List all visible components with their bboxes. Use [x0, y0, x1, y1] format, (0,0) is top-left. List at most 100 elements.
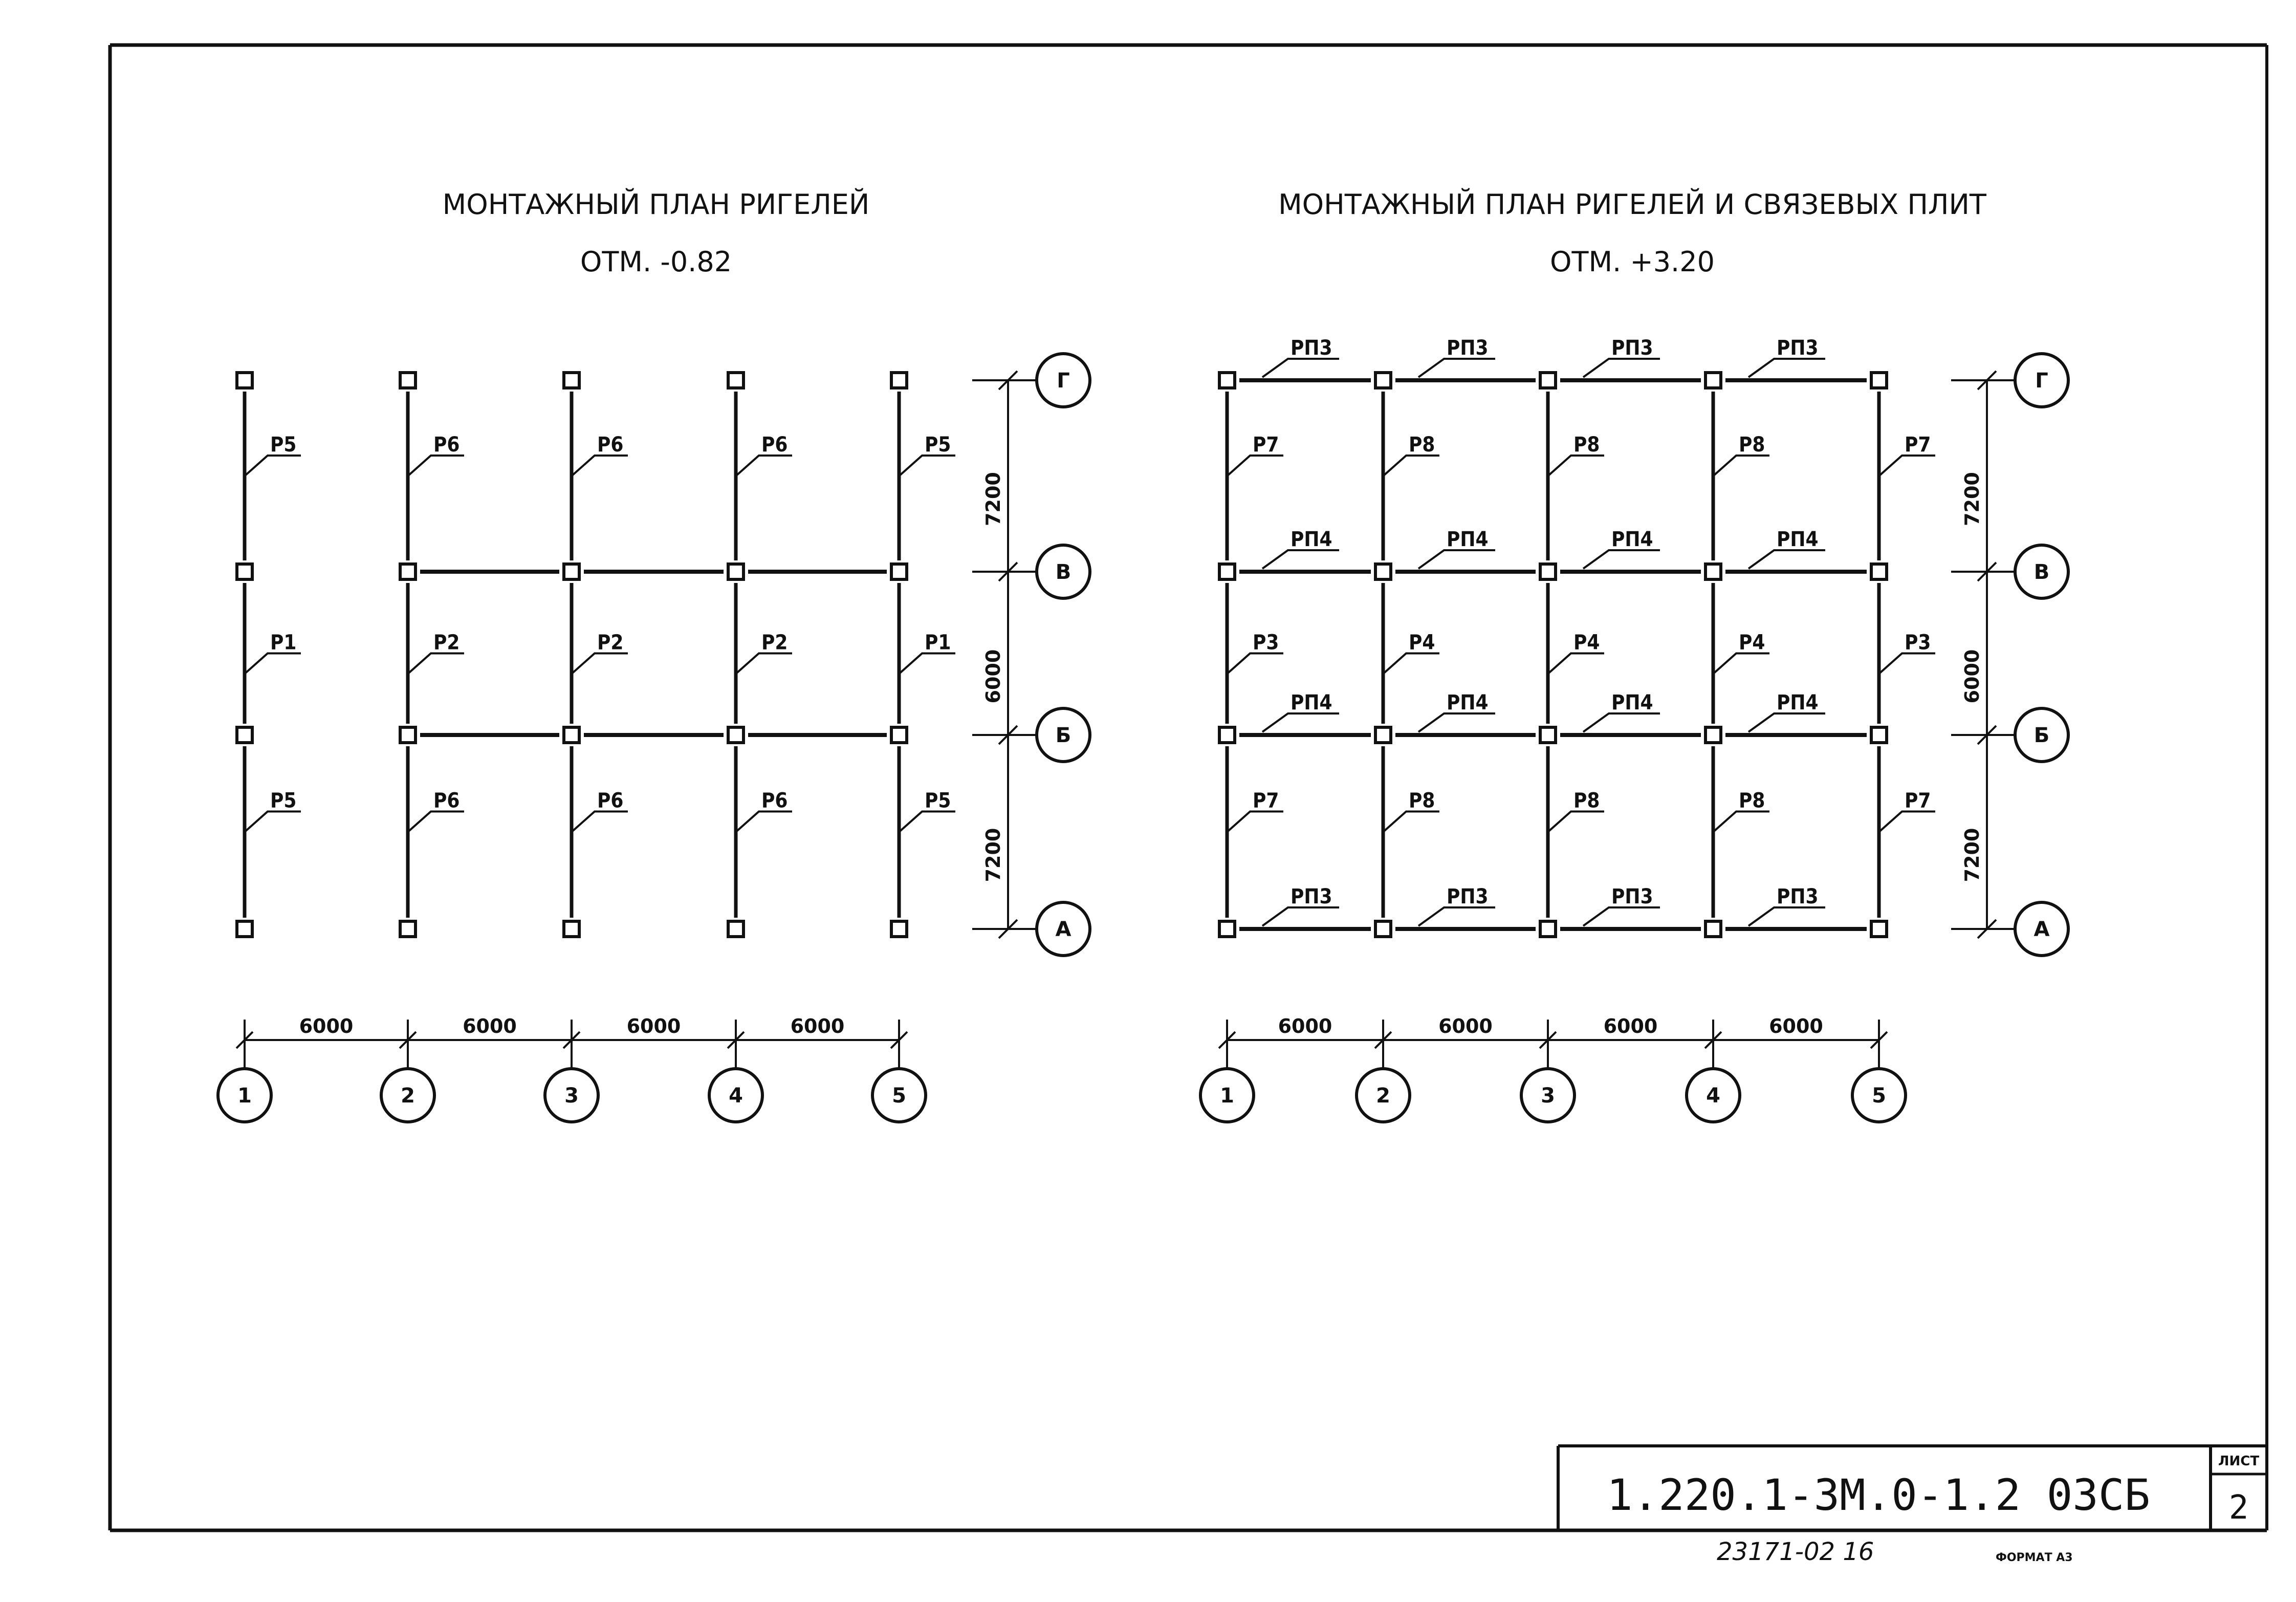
leader-line — [1582, 358, 1660, 378]
sheet-number: 2 — [2229, 1489, 2249, 1527]
girder-label: Р5 — [270, 433, 296, 457]
leader-line — [244, 652, 301, 675]
column-square-Б-1 — [1218, 726, 1236, 744]
girder-label: Р7 — [1905, 789, 1931, 813]
slab-label: РП4 — [1611, 691, 1653, 715]
row-axis-label: Г — [1057, 369, 1070, 393]
leader-line — [407, 810, 464, 833]
leader-line — [571, 454, 628, 477]
girder-label: Р4 — [1739, 631, 1765, 655]
leader-line — [1582, 712, 1660, 733]
girder-label: Р8 — [1739, 789, 1765, 813]
column-square-Г-1 — [235, 371, 254, 389]
slab-label: РП4 — [1447, 528, 1489, 551]
leader-line — [1712, 454, 1769, 477]
leader-line — [898, 652, 955, 675]
leader-line — [1547, 652, 1604, 675]
column-dimension: 6000 — [299, 1015, 354, 1037]
girder-label: Р6 — [597, 789, 623, 813]
leader-line — [1382, 810, 1439, 833]
column-square-Б-2 — [1374, 726, 1392, 744]
leader-line — [1417, 549, 1495, 570]
row-axis-bubble-А — [1035, 901, 1091, 957]
column-square-В-2 — [399, 562, 417, 581]
column-square-Г-4 — [1704, 371, 1722, 389]
slab-label: РП4 — [1777, 691, 1819, 715]
column-axis-label: 5 — [892, 1084, 906, 1108]
girder-label: Р1 — [925, 631, 951, 655]
column-axis-bubble-3 — [1520, 1067, 1576, 1123]
column-axis-bubble-2 — [1355, 1067, 1411, 1123]
row-dimension: 7200 — [982, 828, 1004, 882]
leader-line — [1547, 810, 1604, 833]
leader-line — [1878, 810, 1935, 833]
girder-label: Р6 — [597, 433, 623, 457]
leader-line — [1582, 549, 1660, 570]
column-axis-bubble-5 — [871, 1067, 927, 1123]
column-axis-label: 2 — [401, 1084, 415, 1108]
column-square-А-3 — [562, 920, 581, 938]
column-dimension: 6000 — [1769, 1015, 1823, 1037]
slab-label: РП3 — [1611, 336, 1653, 360]
column-axis-bubble-4 — [1685, 1067, 1741, 1123]
girder-label: Р6 — [761, 433, 788, 457]
row-axis-bubble-В — [2014, 544, 2070, 600]
column-square-А-1 — [235, 920, 254, 938]
column-square-Г-3 — [1539, 371, 1557, 389]
column-axis-bubble-5 — [1851, 1067, 1907, 1123]
column-axis-label: 4 — [729, 1084, 743, 1108]
column-square-Б-4 — [1704, 726, 1722, 744]
girder-label: Р4 — [1409, 631, 1435, 655]
column-square-Б-1 — [235, 726, 254, 744]
leader-line — [244, 454, 301, 477]
column-axis-label: 3 — [1541, 1084, 1555, 1108]
slab-label: РП3 — [1447, 885, 1489, 908]
leader-line — [1417, 358, 1495, 378]
girder-label: Р2 — [761, 631, 788, 655]
document-code: 1.220.1-3М.0-1.2 03СБ — [1607, 1470, 2150, 1520]
leader-line — [1382, 652, 1439, 675]
slab-label: РП3 — [1447, 336, 1489, 360]
column-axis-bubble-3 — [543, 1067, 600, 1123]
column-square-В-1 — [235, 562, 254, 581]
row-dimension: 7200 — [1961, 828, 1983, 882]
leader-line — [1747, 906, 1825, 927]
row-axis-bubble-Г — [2014, 352, 2070, 408]
column-axis-bubble-1 — [216, 1067, 273, 1123]
column-square-В-2 — [1374, 562, 1392, 581]
leader-line — [1712, 810, 1769, 833]
right-plan-elevation: ОТМ. +3.20 — [1550, 246, 1715, 278]
column-square-А-2 — [1374, 920, 1392, 938]
row-axis-bubble-Б — [1035, 707, 1091, 763]
slab-label: РП3 — [1777, 885, 1819, 908]
column-axis-bubble-2 — [380, 1067, 436, 1123]
girder-label: Р2 — [433, 631, 460, 655]
column-square-Г-4 — [727, 371, 745, 389]
leader-line — [735, 454, 792, 477]
archive-number: 23171-02 16 — [1717, 1538, 1874, 1566]
column-dimension: 6000 — [1278, 1015, 1332, 1037]
leader-line — [1712, 652, 1769, 675]
column-square-А-1 — [1218, 920, 1236, 938]
leader-line — [1547, 454, 1604, 477]
column-square-Б-3 — [562, 726, 581, 744]
slab-label: РП4 — [1447, 691, 1489, 715]
leader-line — [1261, 358, 1339, 378]
girder-label: Р8 — [1409, 433, 1435, 457]
column-axis-label: 2 — [1376, 1084, 1390, 1108]
column-square-А-4 — [1704, 920, 1722, 938]
girder-label: Р3 — [1253, 631, 1279, 655]
row-axis-label: Г — [2035, 369, 2048, 393]
girder-label: Р3 — [1905, 631, 1931, 655]
leader-line — [1226, 810, 1283, 833]
girder-label: Р8 — [1573, 433, 1600, 457]
girder-label: Р6 — [761, 789, 788, 813]
row-axis-bubble-А — [2014, 901, 2070, 957]
column-axis-label: 4 — [1706, 1084, 1720, 1108]
title-block — [1557, 1444, 2267, 1530]
column-axis-label: 1 — [237, 1084, 252, 1108]
column-square-В-3 — [1539, 562, 1557, 581]
column-square-В-4 — [1704, 562, 1722, 581]
